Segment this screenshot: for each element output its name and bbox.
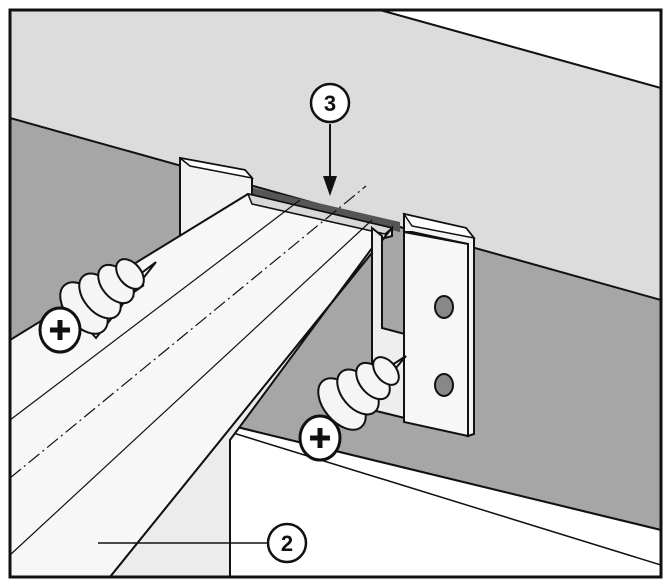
floor-shadow-line — [229, 431, 661, 566]
screw-right — [298, 355, 407, 462]
bracket-hole — [434, 295, 454, 319]
rail-groove-line — [10, 219, 373, 556]
callout-3-arrowhead — [323, 176, 337, 196]
screw-left — [38, 258, 157, 354]
callout-3: 3 — [309, 82, 351, 196]
callout-3-label: 3 — [324, 91, 336, 116]
upper-edge-line — [379, 10, 661, 89]
callout-3-circle — [309, 82, 351, 124]
rail-centerline — [10, 185, 367, 479]
callout-2: 2 — [98, 522, 308, 564]
bracket-hole — [434, 373, 454, 397]
callout-2-label: 2 — [281, 531, 293, 556]
rail-groove-line — [10, 199, 301, 421]
frame-border — [8, 8, 663, 579]
callout-2-circle — [266, 522, 308, 564]
